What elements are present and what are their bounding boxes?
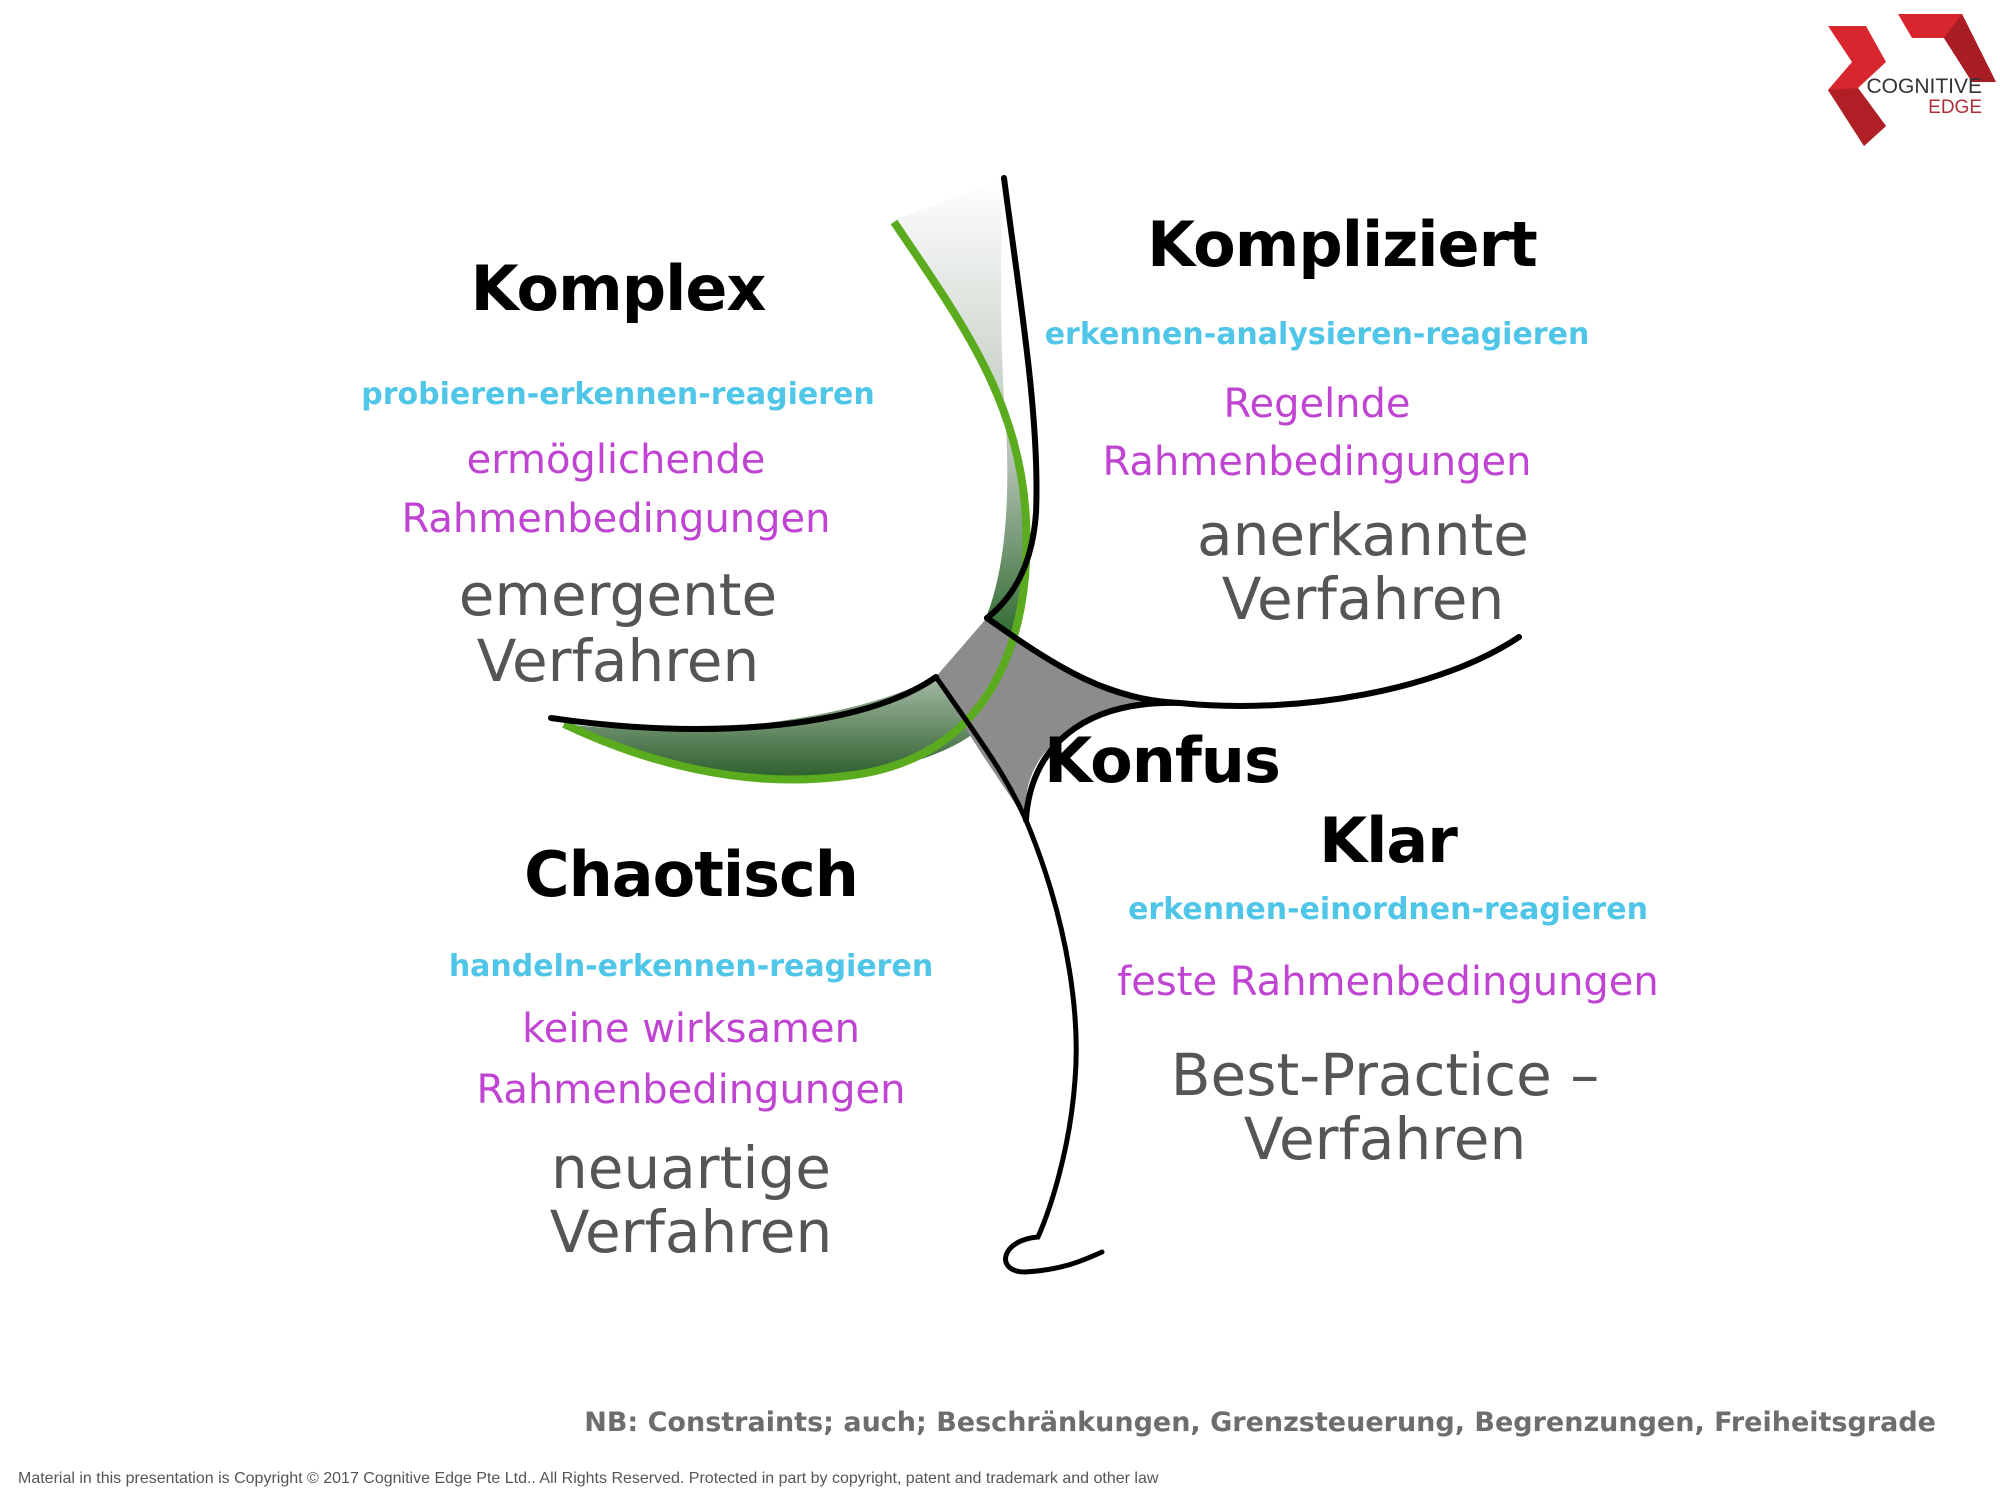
chaotisch-title: Chaotisch [524, 838, 859, 911]
komplex-title: Komplex [470, 252, 767, 325]
klar-title: Klar [1319, 804, 1458, 877]
klar-approach: erkennen-einordnen-reagieren [1128, 892, 1648, 927]
komplex-constraints-2: Rahmenbedingungen [401, 496, 831, 542]
komplex-constraints-1: ermöglichende [466, 437, 766, 483]
chaotisch-approach: handeln-erkennen-reagieren [448, 949, 934, 984]
logo-text-edge: EDGE [1928, 97, 1982, 118]
klar-practice-1: Best-Practice – [1170, 1041, 1600, 1109]
green-boundary-line [562, 219, 1031, 784]
boundary-right [984, 615, 1522, 709]
klar-practice-2: Verfahren [1243, 1105, 1527, 1173]
chaotisch-constraints-1: keine wirksamen [522, 1006, 860, 1052]
cognitive-edge-logo: COGNITIVE EDGE [1828, 10, 1998, 150]
chaotisch-practice-1: neuartige [551, 1134, 831, 1202]
konfus-title: Konfus [1044, 724, 1281, 797]
constraints-note: NB: Constraints; auch; Beschränkungen, G… [584, 1407, 1936, 1438]
boundary-left [548, 674, 939, 732]
klar-constraints: feste Rahmenbedingungen [1117, 959, 1659, 1005]
kompliziert-approach: erkennen-analysieren-reagieren [1044, 317, 1590, 352]
logo-mark-icon [1828, 14, 1996, 146]
copyright-footer: Material in this presentation is Copyrig… [18, 1470, 1159, 1487]
komplex-approach: probieren-erkennen-reagieren [361, 377, 875, 412]
komplex-practice-2: Verfahren [476, 627, 760, 695]
chaotisch-constraints-2: Rahmenbedingungen [476, 1067, 906, 1113]
complex-boundary-shade-top [894, 178, 1027, 640]
kompliziert-constraints-1: Regelnde [1223, 381, 1411, 427]
chaotisch-practice-2: Verfahren [549, 1198, 833, 1266]
kompliziert-title: Kompliziert [1147, 208, 1538, 281]
kompliziert-practice-2: Verfahren [1221, 565, 1505, 633]
boundary-top [984, 175, 1040, 621]
complex-boundary-shade-bottom [564, 620, 1013, 780]
logo-text-cognitive: COGNITIVE [1866, 75, 1982, 98]
kompliziert-constraints-2: Rahmenbedingungen [1102, 439, 1532, 485]
boundary-konfus-edge [1023, 699, 1183, 823]
boundary-bottom [933, 674, 1105, 1275]
komplex-practice-1: emergente [458, 561, 778, 629]
kompliziert-practice-1: anerkannte [1197, 501, 1529, 569]
